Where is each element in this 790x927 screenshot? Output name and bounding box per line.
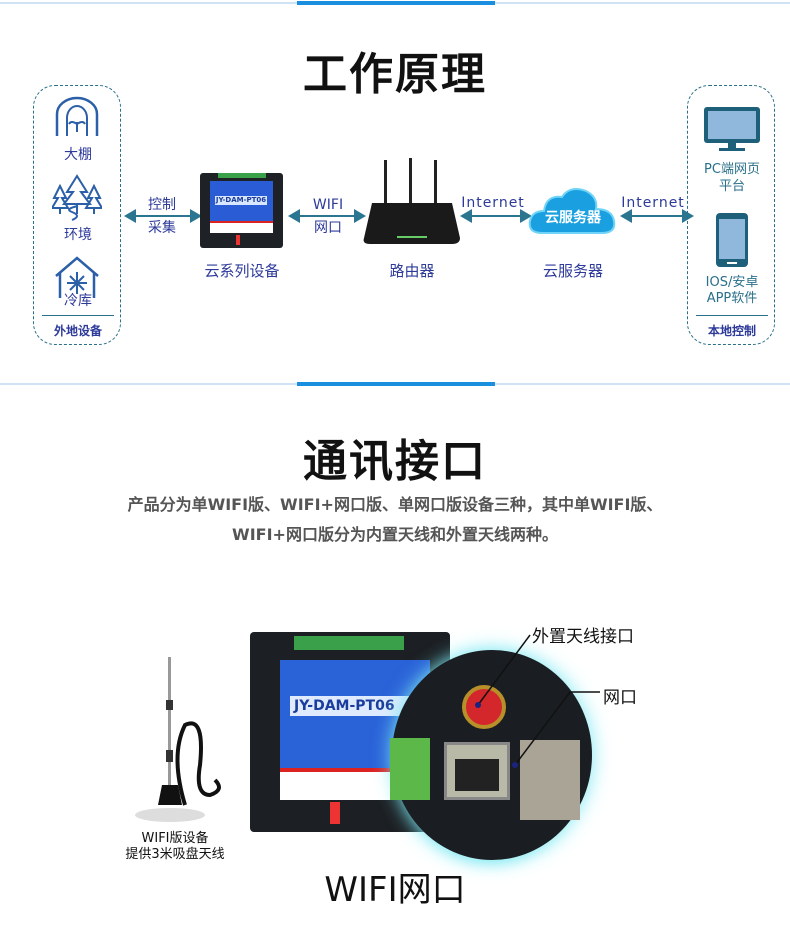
monitor-icon <box>704 107 760 151</box>
router-label: 路由器 <box>389 262 435 280</box>
remote-device-label: 冷库 <box>64 293 92 309</box>
router-icon <box>363 158 460 244</box>
suction-antenna-image <box>135 657 221 822</box>
link-label: Internet <box>461 195 525 211</box>
description-line: WIFI+网口版分为内置天线和外置天线两种。 <box>232 525 558 544</box>
greenhouse-icon <box>55 96 99 136</box>
cloud-icon <box>528 188 616 234</box>
app-label: APP软件 <box>706 291 758 306</box>
link-label: WIFI <box>312 197 344 213</box>
section-title-interface: 通讯接口 <box>303 436 487 487</box>
bidirectional-arrow <box>124 209 202 223</box>
device-label: 云系列设备 <box>204 262 280 280</box>
app-label: IOS/安卓 <box>705 275 759 290</box>
antenna-caption: WIFI版设备 <box>141 831 209 846</box>
link-label: 网口 <box>314 220 342 236</box>
cold-storage-icon <box>55 256 99 298</box>
bidirectional-arrow <box>460 209 532 223</box>
device-image: JY-DAM-PT06 <box>200 173 283 248</box>
link-label: Internet <box>621 195 685 211</box>
callout-antenna-label: 外置天线接口 <box>532 627 634 647</box>
callout-lines <box>475 634 600 768</box>
section-title-principle: 工作原理 <box>303 49 487 100</box>
db9-connector <box>520 740 580 820</box>
antenna-caption: 提供3米吸盘天线 <box>125 847 225 862</box>
callout-port-label: 网口 <box>603 688 637 708</box>
cloud-label: 云服务器 <box>542 262 603 280</box>
description-line: 产品分为单WIFI版、WIFI+网口版、单网口版设备三种，其中单WIFI版、 <box>127 495 663 514</box>
pc-label: 平台 <box>718 179 745 194</box>
cloud-badge: 云服务器 <box>545 210 601 226</box>
pc-label: PC端网页 <box>704 162 760 177</box>
forest-icon <box>52 174 102 221</box>
local-control-box: PC端网页 平台 IOS/安卓 APP软件 本地控制 <box>687 85 775 345</box>
remote-device-label: 环境 <box>64 227 92 243</box>
remote-devices-box: 大棚 环境 冷库 外地设备 <box>33 85 121 345</box>
ethernet-port <box>444 742 510 800</box>
product-model-label: JY-DAM-PT06 <box>290 696 420 716</box>
bidirectional-arrow <box>620 209 694 223</box>
link-label: 采集 <box>148 220 176 236</box>
product-caption: WIFI网口 <box>324 870 466 910</box>
section-divider <box>0 382 790 386</box>
top-divider <box>0 1 790 5</box>
terminal-block <box>390 738 430 800</box>
local-control-footer: 本地控制 <box>707 324 756 338</box>
bidirectional-arrow <box>288 209 366 223</box>
link-label: 控制 <box>148 197 176 213</box>
smartphone-icon <box>716 213 748 267</box>
remote-device-label: 大棚 <box>64 147 92 163</box>
remote-devices-footer: 外地设备 <box>53 324 102 338</box>
antenna-connector <box>462 685 506 729</box>
